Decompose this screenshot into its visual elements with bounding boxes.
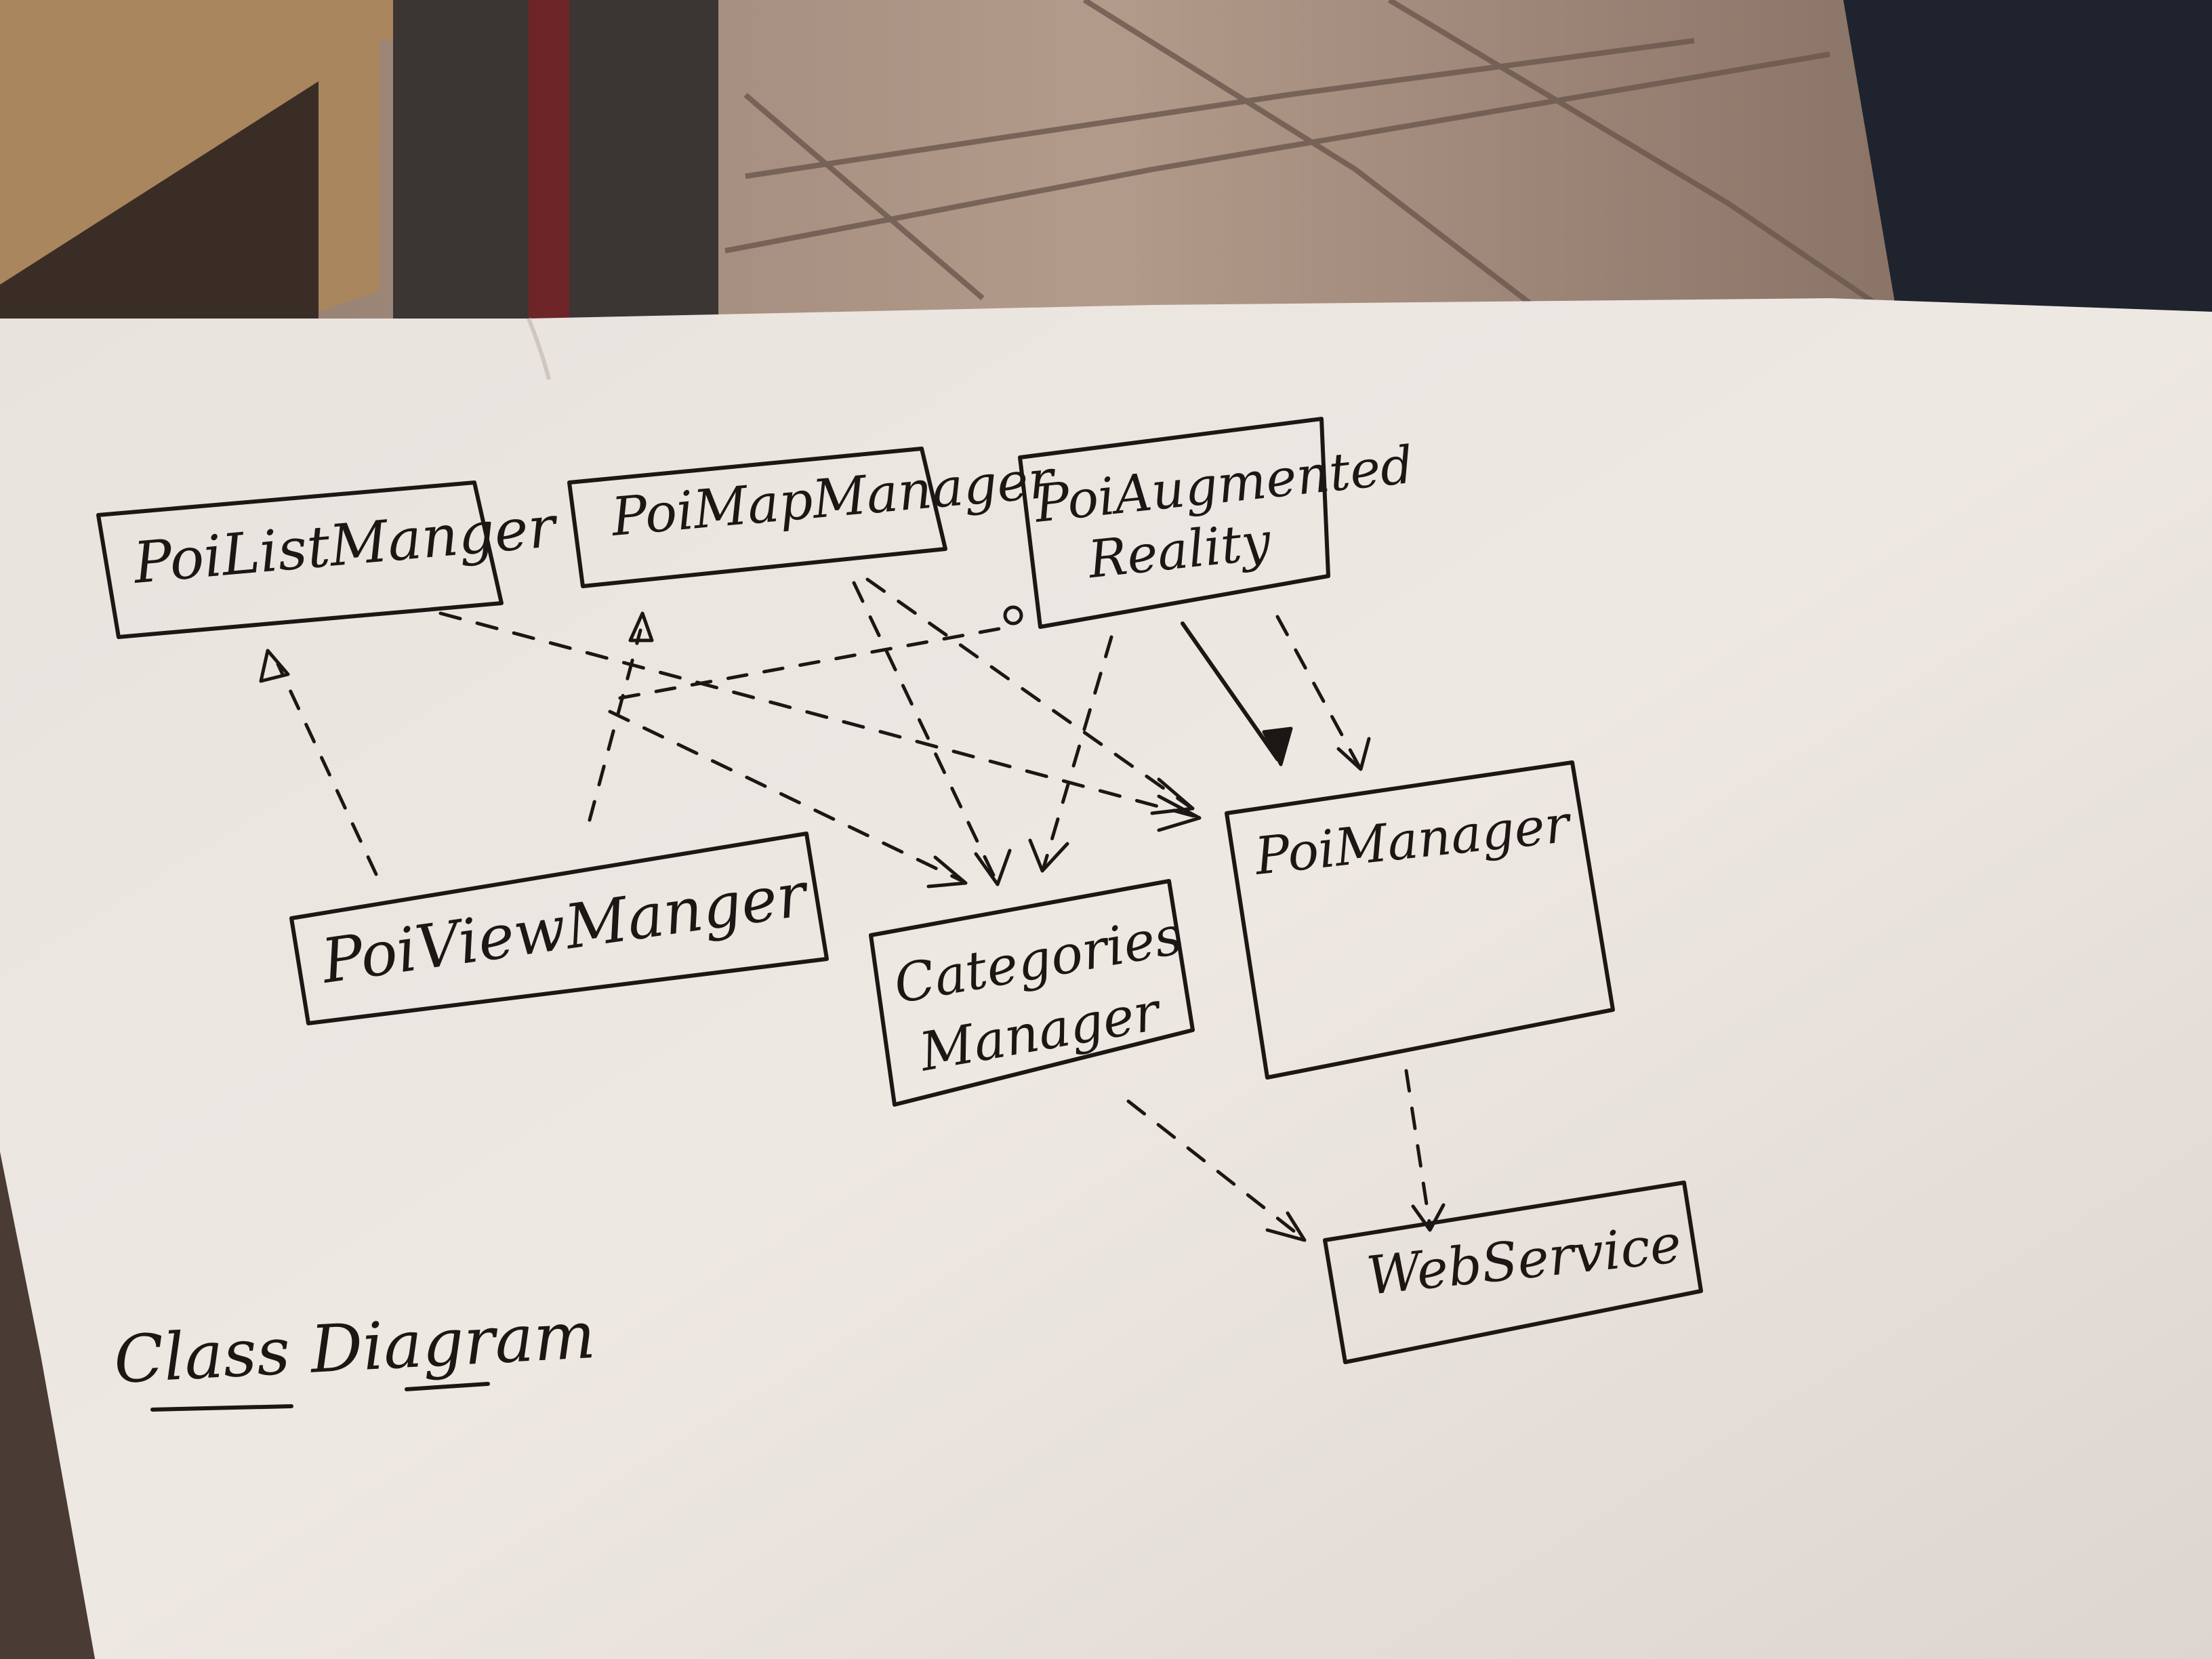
- relation-augmented-to-categories: [1042, 635, 1113, 869]
- class-box-poi-manager[interactable]: [1225, 760, 1615, 1080]
- table-shadow: [0, 81, 319, 325]
- class-box-categories-manager[interactable]: [869, 879, 1195, 1107]
- relation-map-to-categories-head: [974, 848, 1012, 886]
- relation-categories-to-webservice: [1126, 1099, 1303, 1239]
- class-box-web-service[interactable]: [1323, 1181, 1703, 1364]
- relation-augmented-to-categories-head: [1028, 838, 1069, 873]
- relation-view-to-augmented: [618, 625, 1012, 700]
- caption-underline-1: [150, 1404, 293, 1412]
- paper-sheet: [0, 298, 2212, 1659]
- dark-right-region: [1843, 0, 2212, 325]
- relation-map-to-poimanager-head: [1150, 777, 1195, 815]
- relation-view-to-list-head: [259, 649, 290, 683]
- relation-map-to-categories: [852, 581, 998, 883]
- class-diagram: [96, 417, 1703, 1412]
- relation-list-to-poimanager-head: [1157, 794, 1202, 832]
- paper-fold: [527, 317, 551, 380]
- paper-left-shadow: [0, 1152, 95, 1659]
- relation-view-to-augmented-head: [1003, 605, 1023, 626]
- class-box-poi-map-manager[interactable]: [567, 447, 947, 588]
- relation-categories-to-webservice-head: [1265, 1211, 1307, 1242]
- class-box-poi-view-manager[interactable]: [289, 832, 829, 1025]
- red-object: [529, 0, 569, 319]
- caption-underline-2: [405, 1382, 490, 1391]
- relation-augmented-to-poimanager-dashed: [1275, 615, 1361, 768]
- relation-view-to-map-head: [628, 611, 654, 642]
- relation-augmented-to-poimanager-solid-head: [1262, 726, 1293, 766]
- relation-poimanager-to-webservice: [1404, 1069, 1432, 1229]
- relation-view-to-map: [588, 628, 642, 822]
- class-box-poi-augmented-reality[interactable]: [1018, 417, 1330, 629]
- relation-augmented-to-poimanager-dashed-head: [1336, 737, 1371, 771]
- relation-map-to-poimanager: [865, 577, 1191, 808]
- relation-augmented-to-poimanager-solid: [1181, 621, 1279, 761]
- floor-tile-grout: [724, 0, 1900, 328]
- relation-list-to-categories-head: [926, 855, 968, 888]
- relation-list-to-categories: [608, 710, 964, 883]
- relation-view-to-list: [276, 662, 378, 876]
- wooden-table: [0, 0, 583, 312]
- class-box-poi-list-manager[interactable]: [96, 480, 504, 639]
- relation-poimanager-to-webservice-head: [1411, 1203, 1446, 1232]
